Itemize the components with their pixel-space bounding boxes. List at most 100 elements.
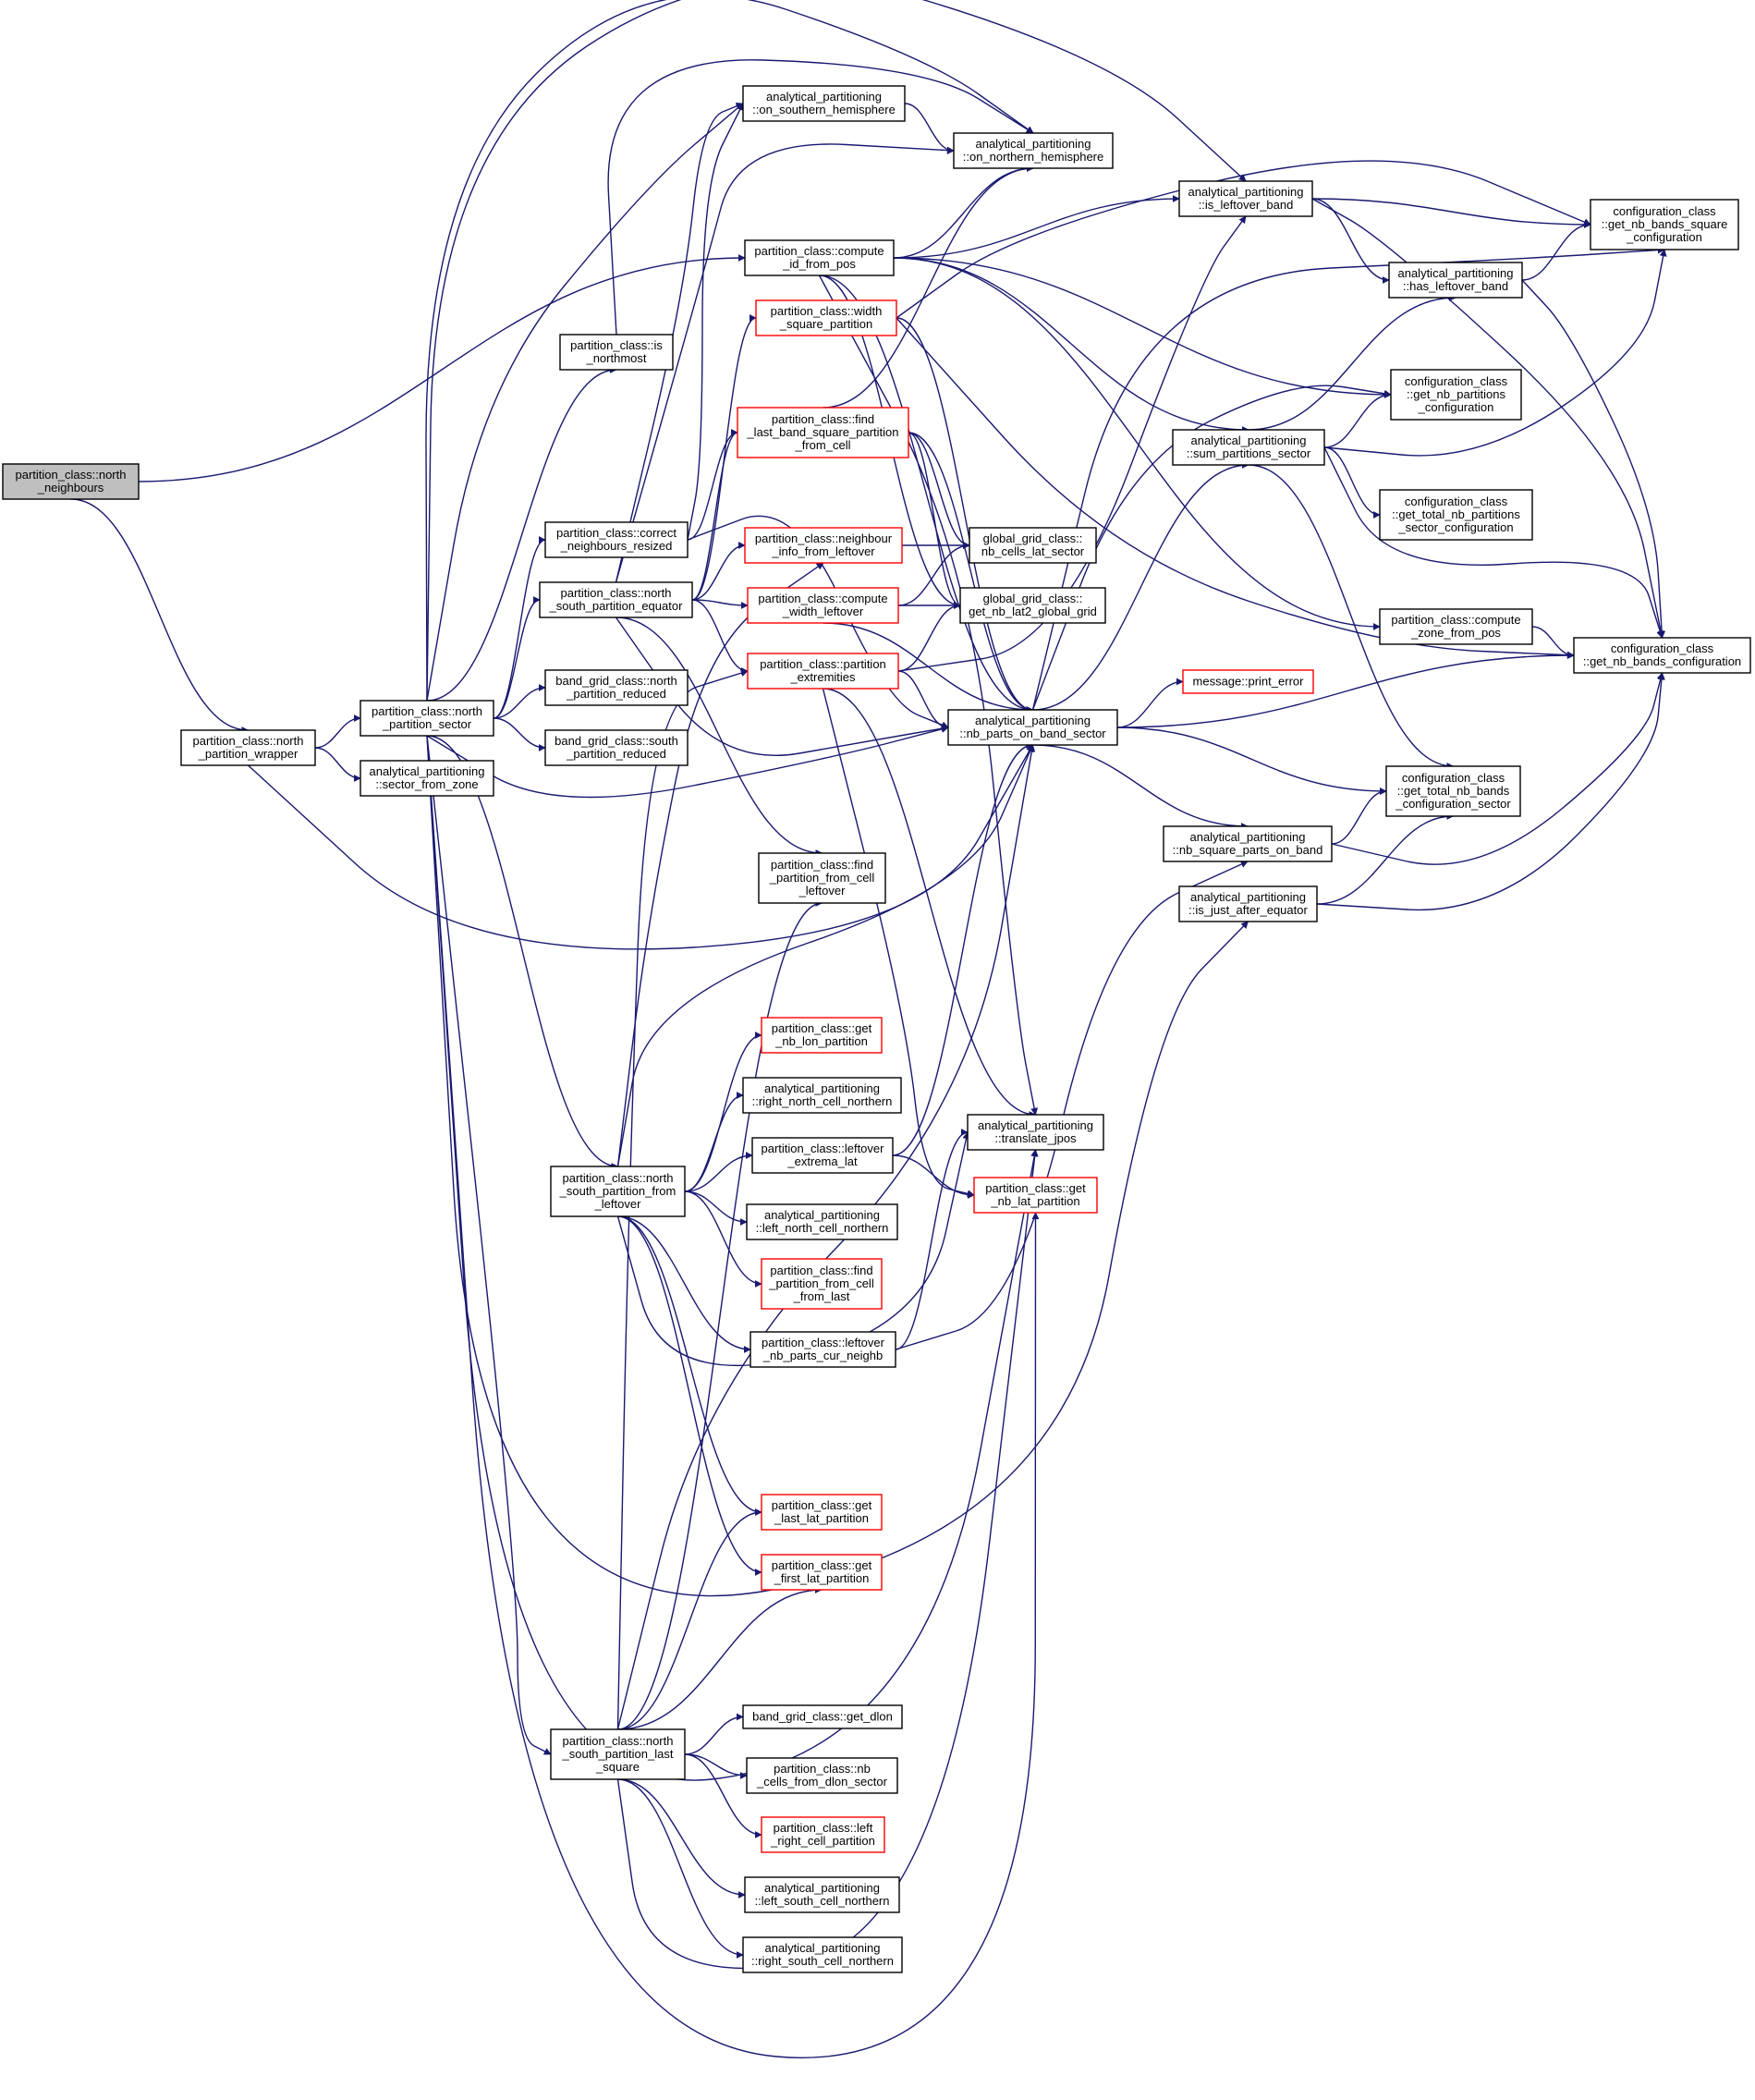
graph-node[interactable]: partition_class::get_nb_lon_partition	[761, 1017, 883, 1054]
node-label: _right_cell_partition	[770, 1834, 875, 1848]
node-box	[761, 1258, 883, 1310]
graph-node[interactable]: partition_class::get_first_lat_partition	[761, 1554, 883, 1591]
graph-node[interactable]: analytical_partitioning::translate_jpos	[967, 1114, 1104, 1151]
graph-node[interactable]: partition_class::nb_cells_from_dlon_sect…	[746, 1757, 898, 1794]
call-edge	[892, 741, 1034, 1156]
graph-node[interactable]: analytical_partitioning::left_north_cell…	[746, 1203, 898, 1240]
graph-node[interactable]: analytical_partitioning::right_south_cel…	[742, 1936, 903, 1973]
graph-node[interactable]: configuration_class::get_nb_bands_square…	[1590, 199, 1739, 250]
node-label: analytical_partitioning	[978, 1118, 1093, 1132]
graph-node[interactable]: analytical_partitioning::on_northern_hem…	[953, 132, 1114, 169]
graph-node[interactable]: partition_class::find_partition_from_cel…	[761, 1258, 883, 1310]
graph-node[interactable]: partition_class::north_partition_wrapper	[180, 729, 316, 766]
graph-node[interactable]: partition_class::left_right_cell_partiti…	[761, 1816, 885, 1853]
node-label: partition_class::find	[771, 858, 873, 872]
graph-node[interactable]: partition_class::neighbour_info_from_lef…	[744, 527, 903, 564]
call-edge	[684, 1753, 748, 1779]
node-label: partition_class::north	[563, 1171, 674, 1185]
graph-node[interactable]: partition_class::compute_id_from_pos	[744, 239, 895, 276]
graph-node[interactable]: partition_class::north_south_partition_l…	[550, 1728, 686, 1780]
graph-node[interactable]: analytical_partitioning::nb_square_parts…	[1163, 825, 1333, 862]
graph-node[interactable]: band_grid_class::south_partition_reduced	[544, 729, 689, 766]
graph-node[interactable]: partition_class::compute_width_leftover	[747, 587, 899, 624]
call-edge	[1116, 652, 1575, 728]
call-edge	[1323, 446, 1664, 639]
graph-node[interactable]: configuration_class::get_total_nb_partit…	[1379, 489, 1533, 541]
graph-node[interactable]: analytical_partitioning::sector_from_zon…	[360, 760, 494, 797]
graph-node[interactable]: partition_class::get_last_lat_partition	[761, 1494, 883, 1531]
call-edge	[617, 1508, 762, 1730]
graph-node[interactable]: analytical_partitioning::nb_parts_on_ban…	[947, 709, 1118, 746]
node-label: partition_class::nb	[774, 1762, 871, 1776]
node-box	[751, 1137, 894, 1174]
call-edge	[1323, 446, 1381, 519]
node-label: _from_cell	[795, 438, 851, 452]
call-edge	[897, 602, 961, 672]
graph-node[interactable]: analytical_partitioning::on_southern_hem…	[742, 85, 906, 122]
graph-node[interactable]: analytical_partitioning::is_leftover_ban…	[1178, 180, 1313, 217]
node-label: _partition_from_cell	[769, 871, 875, 885]
graph-node[interactable]: partition_class::is_northmost	[559, 334, 674, 371]
node-box	[755, 299, 897, 336]
call-edge	[617, 1586, 823, 1730]
graph-node[interactable]: analytical_partitioning::left_south_cell…	[744, 1876, 900, 1913]
node-label: ::get_total_nb_bands	[1397, 784, 1510, 798]
node-label: partition_class::find	[772, 412, 874, 426]
graph-node[interactable]: configuration_class::get_nb_bands_config…	[1573, 637, 1751, 674]
node-box	[1163, 825, 1333, 862]
graph-node[interactable]: configuration_class::get_nb_partitions_c…	[1390, 369, 1522, 421]
call-edge	[691, 599, 749, 675]
call-edge	[1116, 726, 1387, 795]
node-box	[744, 239, 895, 276]
node-label: analytical_partitioning	[766, 90, 882, 104]
graph-node[interactable]: global_grid_class::nb_cells_lat_sector	[969, 527, 1097, 564]
graph-node[interactable]: global_grid_class::get_nb_lat2_global_gr…	[959, 587, 1106, 624]
node-label: partition_class::north	[372, 704, 482, 718]
node-label: _sector_configuration	[1397, 520, 1513, 534]
graph-node[interactable]: partition_class::find_last_band_square_p…	[737, 407, 909, 458]
node-box	[1590, 199, 1739, 250]
graph-node[interactable]: partition_class::partition_extremities	[747, 653, 899, 690]
graph-node[interactable]: band_grid_class::north_partition_reduced	[544, 669, 689, 706]
graph-node[interactable]: analytical_partitioning::sum_partitions_…	[1172, 429, 1325, 466]
node-label: nb_cells_lat_sector	[981, 544, 1085, 558]
graph-node[interactable]: band_grid_class::get_dlon	[742, 1704, 903, 1729]
node-label: analytical_partitioning	[764, 1208, 880, 1222]
graph-node[interactable]: partition_class::get_nb_lat_partition	[973, 1177, 1098, 1214]
graph-node[interactable]: partition_class::find_partition_from_cel…	[758, 852, 886, 904]
graph-node[interactable]: partition_class::north_partition_sector	[360, 700, 494, 737]
call-edge	[893, 257, 1392, 398]
node-label: partition_class::correct	[556, 526, 676, 540]
node-label: analytical_partitioning	[764, 1881, 880, 1895]
graph-node[interactable]: partition_class::compute_zone_from_pos	[1379, 608, 1533, 645]
node-box	[544, 521, 689, 558]
graph-node[interactable]: partition_class::correct_neighbours_resi…	[544, 521, 689, 558]
call-edge	[314, 714, 361, 749]
graph-node[interactable]: partition_class::width_square_partition	[755, 299, 897, 336]
node-label: _width_leftover	[782, 604, 864, 618]
node-label: _configuration	[1626, 230, 1702, 244]
graph-node[interactable]: message::print_error	[1182, 669, 1314, 694]
call-edge	[248, 744, 1034, 950]
call-edge	[1323, 249, 1667, 457]
node-box	[953, 132, 1114, 169]
call-edge	[616, 744, 1036, 1730]
call-edge	[1531, 626, 1575, 659]
node-box	[746, 1203, 898, 1240]
graph-node[interactable]: analytical_partitioning::right_north_cel…	[742, 1077, 902, 1114]
graph-node[interactable]: partition_class::leftover_nb_parts_cur_n…	[750, 1331, 896, 1368]
call-edge	[823, 688, 1037, 1118]
graph-node[interactable]: analytical_partitioning::is_just_after_e…	[1178, 885, 1318, 922]
graph-node[interactable]: partition_class::leftover_extrema_lat	[751, 1137, 894, 1174]
graph-node[interactable]: partition_class::north_south_partition_f…	[550, 1166, 686, 1217]
call-edge	[908, 432, 961, 609]
graph-node[interactable]: analytical_partitioning::has_leftover_ba…	[1388, 262, 1523, 299]
graph-node[interactable]: partition_class::north_south_partition_e…	[539, 581, 693, 618]
graph-node[interactable]: configuration_class::get_total_nb_bands_…	[1385, 765, 1521, 817]
node-box	[1178, 885, 1318, 922]
node-label: partition_class::north	[561, 586, 672, 600]
call-edge	[1032, 744, 1249, 830]
node-label: _configuration	[1418, 400, 1494, 414]
node-label: partition_class::compute	[1391, 613, 1520, 627]
